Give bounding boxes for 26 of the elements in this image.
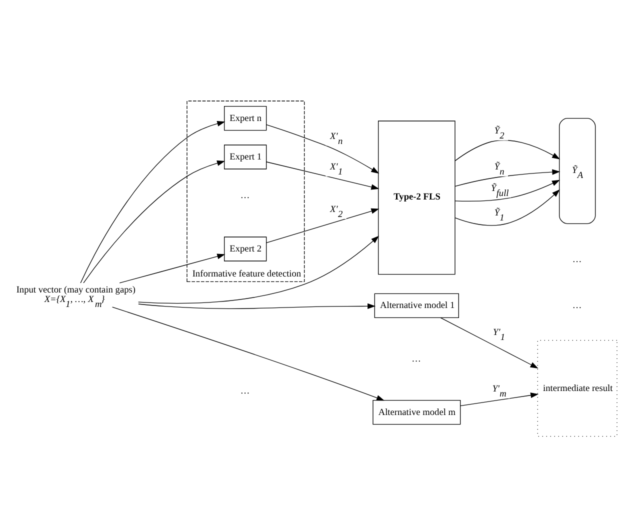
arrow xyxy=(266,124,380,174)
arrow xyxy=(266,208,380,243)
arrow xyxy=(83,160,226,283)
node-box: Expert 2 xyxy=(224,236,267,261)
arrow xyxy=(454,139,560,161)
arrow xyxy=(454,168,560,186)
node-box: Expert n xyxy=(224,106,267,130)
node-box: Alternative model m xyxy=(372,400,461,424)
label: … xyxy=(572,300,582,311)
node-box: Expert 1 xyxy=(224,144,267,169)
label: … xyxy=(240,386,250,396)
arrow xyxy=(440,316,538,368)
arrow xyxy=(119,253,226,283)
node-box: Alternative model 1 xyxy=(374,292,459,318)
node-box: Type-2 FLS xyxy=(378,120,456,274)
arrow xyxy=(112,306,385,400)
arrow xyxy=(138,302,376,308)
arrow xyxy=(460,392,539,406)
label: … xyxy=(240,190,250,201)
node-box: intermediate result xyxy=(537,340,618,436)
label: … xyxy=(572,254,582,265)
arrow xyxy=(266,161,380,190)
arrow xyxy=(80,120,226,283)
arrow xyxy=(138,235,380,304)
arrow xyxy=(454,188,560,226)
label: … xyxy=(412,354,421,364)
